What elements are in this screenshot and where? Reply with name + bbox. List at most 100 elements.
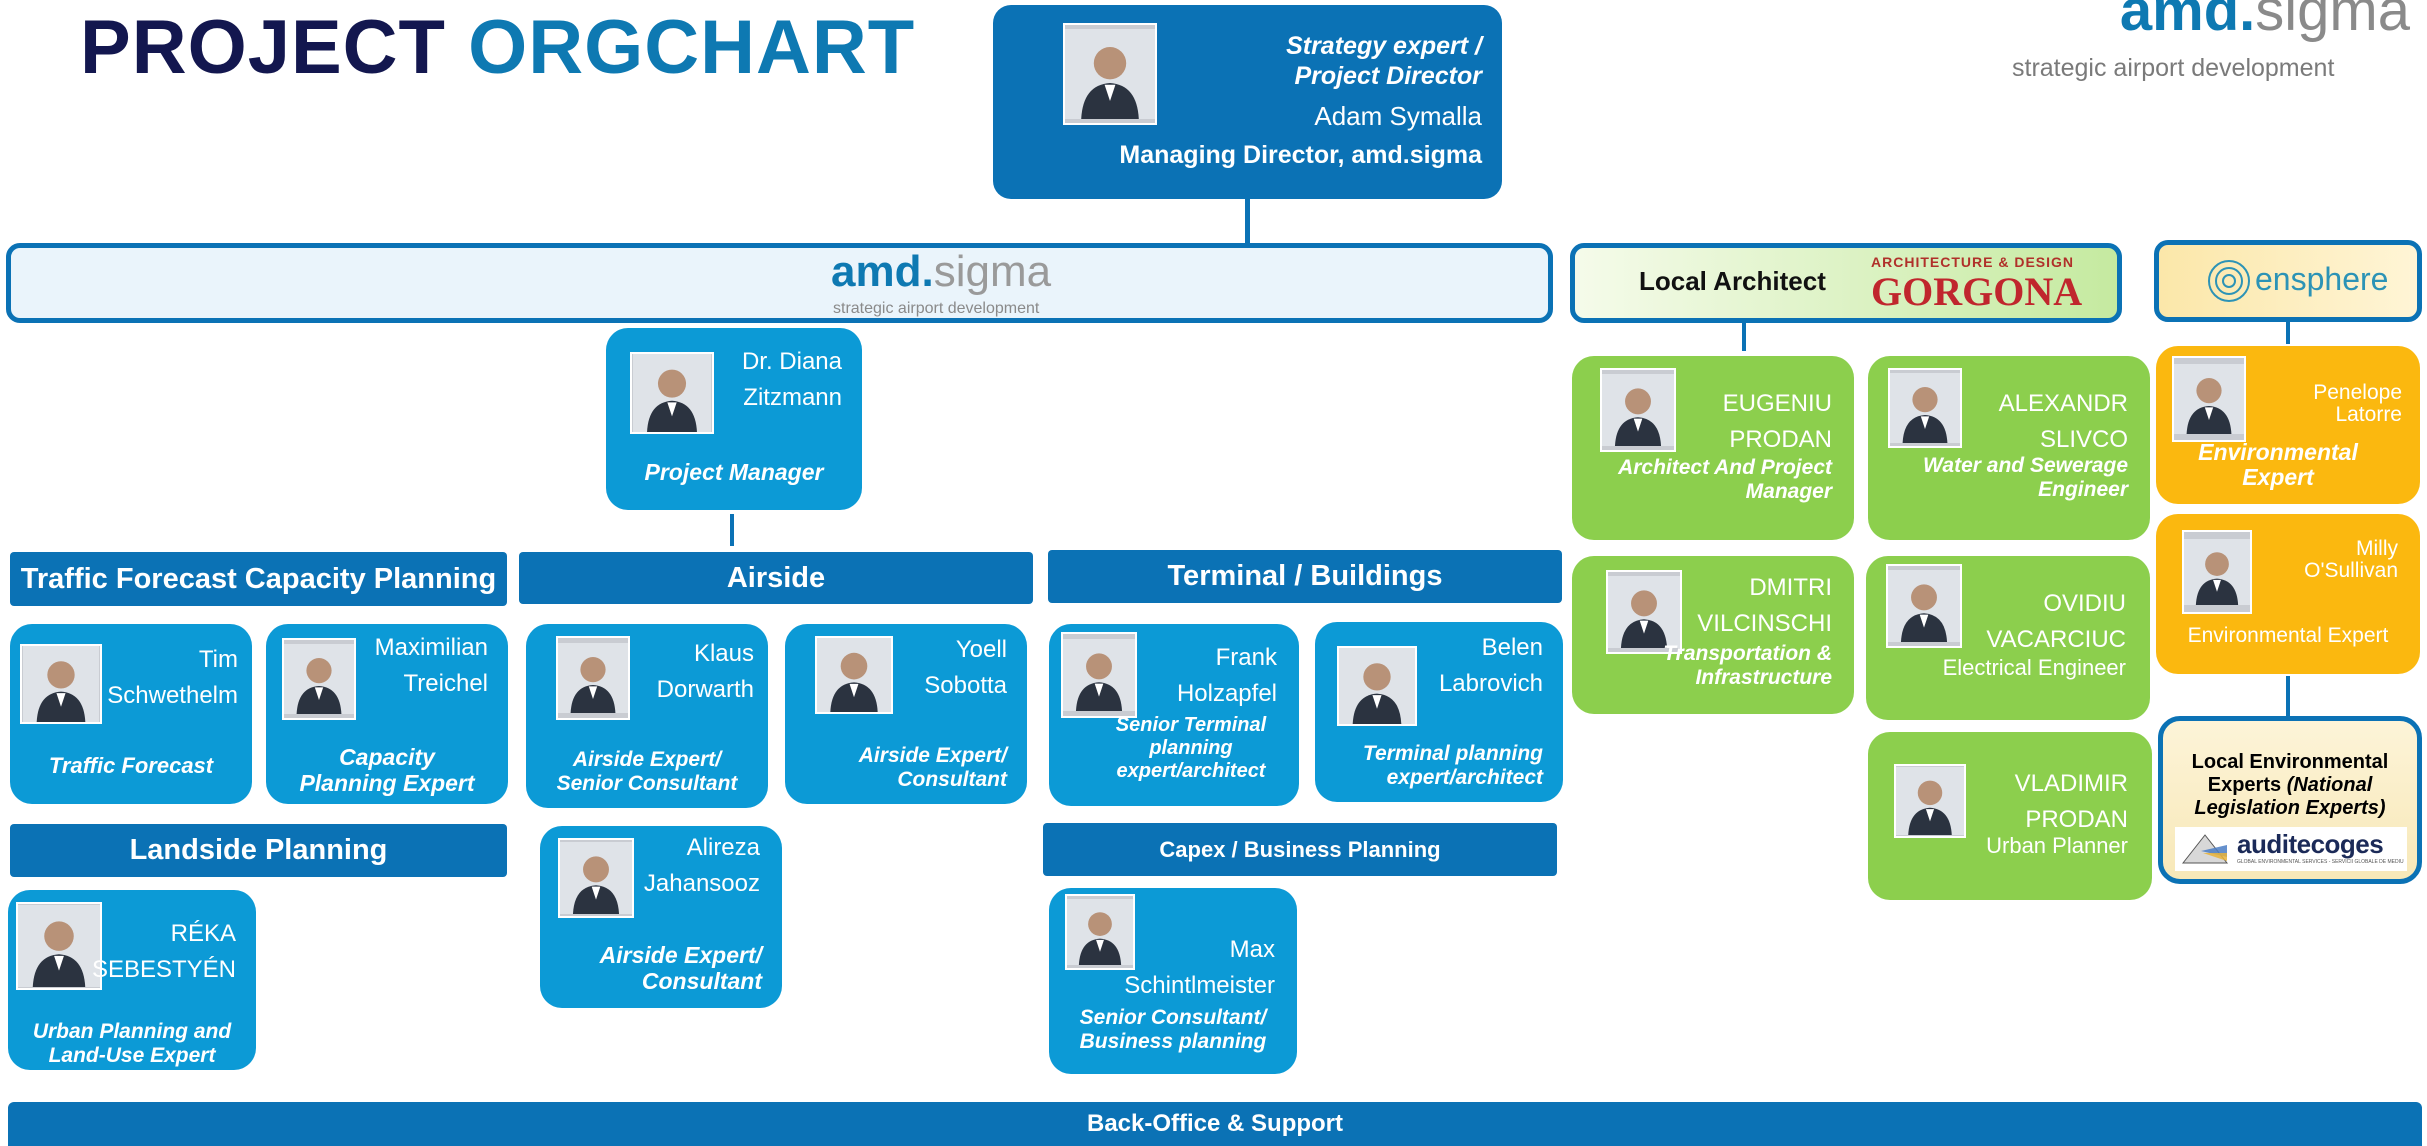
eugeniu-photo (1600, 368, 1676, 452)
alireza-photo (558, 838, 634, 918)
klaus-name-line2: Dorwarth (656, 676, 754, 703)
person-card-eugeniu: EUGENIU PRODAN Architect And Project Man… (1572, 356, 1854, 540)
person-card-yoell: Yoell Sobotta Airside Expert/ Consultant (785, 624, 1027, 804)
max-name-line2: Schintlmeister (1124, 972, 1275, 999)
tim-photo (20, 644, 102, 724)
yoell-name-line1: Yoell (955, 636, 1007, 663)
alexandr-photo (1888, 368, 1962, 448)
eugeniu-role-line1: Architect And Project (1618, 456, 1832, 479)
alireza-role-line2: Consultant (641, 968, 762, 994)
section-capex-business-planning: Capex / Business Planning (1043, 823, 1557, 876)
logo-tagline: strategic airport development (2012, 54, 2335, 82)
frank-name-line1: Frank (1215, 644, 1277, 671)
frank-role-line2: planning (1149, 737, 1233, 759)
milly-photo (2182, 530, 2252, 614)
maximilian-role-line2: Planning Expert (299, 770, 475, 796)
klaus-role-line2: Senior Consultant (556, 772, 738, 795)
director-name: Adam Symalla (1314, 101, 1482, 131)
local-env-line2: Experts (National (2207, 774, 2373, 796)
director-position: Managing Director, amd.sigma (1119, 141, 1482, 169)
ovidiu-name-line2: VACARCIUC (1986, 626, 2126, 653)
alexandr-role-line2: Engineer (2038, 478, 2128, 501)
frank-role-line3: expert/architect (1116, 760, 1266, 782)
amd-sigma-banner: amd.sigma strategic airport development (6, 243, 1553, 323)
auditecoges-prism-icon (2181, 834, 2229, 864)
person-card-dmitri: DMITRI VILCINSCHI Transportation & Infra… (1572, 556, 1854, 714)
title-part2: ORGCHART (468, 5, 916, 90)
page-title: PROJECT ORGCHART (80, 4, 915, 91)
maximilian-photo (282, 638, 356, 720)
ovidiu-photo (1886, 564, 1962, 648)
reka-name-line2: SEBESTYÉN (91, 956, 236, 983)
penelope-name-line2: Latorre (2335, 403, 2402, 426)
reka-name-line1: RÉKA (170, 920, 236, 947)
person-card-alexandr: ALEXANDR SLIVCO Water and Sewerage Engin… (1868, 356, 2150, 540)
frank-name-line2: Holzapfel (1176, 680, 1277, 707)
director-role-line2: Project Director (1294, 62, 1482, 90)
belen-role-line1: Terminal planning (1362, 742, 1543, 765)
tim-role: Traffic Forecast (48, 753, 214, 778)
vladimir-name-line1: VLADIMIR (2014, 770, 2128, 797)
reka-photo (16, 902, 102, 990)
section-back-office-support: Back-Office & Support (8, 1102, 2422, 1146)
dmitri-name-line2: VILCINSCHI (1697, 610, 1832, 637)
eugeniu-name-line1: EUGENIU (1722, 390, 1832, 417)
gorgona-brand-name: GORGONA (1871, 269, 2083, 314)
tim-name-line1: Tim (198, 646, 238, 673)
ensphere-logo-icon (2208, 260, 2250, 302)
vladimir-name-line2: PRODAN (2025, 806, 2128, 833)
person-card-penelope: Penelope Latorre Environmental Expert (2156, 346, 2420, 504)
milly-role: Environmental Expert (2187, 624, 2389, 647)
klaus-role-line1: Airside Expert/ (572, 748, 722, 771)
auditecoges-brand: auditecoges (2237, 829, 2384, 859)
max-name-line1: Max (1229, 936, 1275, 963)
ensphere-banner: ensphere (2154, 240, 2422, 322)
belen-role-line2: expert/architect (1386, 766, 1543, 789)
local-architect-label: Local Architect (1639, 266, 1826, 296)
project-director-card: Strategy expert / Project Director Adam … (993, 5, 1502, 199)
section-landside-planning: Landside Planning (10, 824, 507, 877)
local-architect-banner: Local Architect ARCHITECTURE & DESIGN GO… (1570, 243, 2122, 323)
penelope-name-line1: Penelope (2313, 381, 2402, 404)
local-env-line1: Local Environmental (2191, 751, 2389, 773)
alireza-role-line1: Airside Expert/ (599, 942, 762, 968)
maximilian-name-line1: Maximilian (374, 634, 488, 661)
person-card-max: Max Schintlmeister Senior Consultant/ Bu… (1049, 888, 1297, 1074)
penelope-photo (2172, 356, 2246, 442)
alireza-name-line1: Alireza (686, 834, 760, 861)
ovidiu-name-line1: OVIDIU (2043, 590, 2126, 617)
section-airside: Airside (519, 552, 1033, 604)
local-env-line3: Legislation Experts) (2194, 797, 2386, 819)
connector-local-env (2286, 676, 2290, 716)
maximilian-name-line2: Treichel (403, 670, 488, 697)
milly-name-line1: Milly (2356, 537, 2398, 560)
dmitri-role-line1: Transportation & (1663, 642, 1832, 665)
vladimir-photo (1894, 764, 1966, 838)
alireza-name-line2: Jahansooz (643, 870, 760, 897)
title-part1: PROJECT (80, 5, 446, 90)
penelope-role-line1: Environmental (2198, 439, 2358, 465)
person-card-maximilian: Maximilian Treichel Capacity Planning Ex… (266, 624, 508, 804)
yoell-role-line2: Consultant (897, 768, 1007, 791)
yoell-name-line2: Sobotta (924, 672, 1007, 699)
project-manager-name-line1: Dr. Diana (741, 348, 842, 375)
vladimir-role: Urban Planner (1986, 833, 2128, 858)
auditecoges-logo: auditecoges GLOBAL ENVIRONMENTAL SERVICE… (2175, 827, 2407, 871)
person-card-reka: RÉKA SEBESTYÉN Urban Planning and Land-U… (8, 890, 256, 1070)
amd-sigma-banner-logo: amd.sigma (831, 247, 1052, 296)
section-traffic-forecast: Traffic Forecast Capacity Planning (10, 552, 507, 606)
max-role-line1: Senior Consultant/ (1079, 1006, 1267, 1029)
local-environmental-experts-card: Local Environmental Experts (National Le… (2158, 716, 2422, 884)
project-manager-photo (630, 352, 714, 434)
frank-photo (1061, 632, 1137, 718)
project-manager-role: Project Manager (644, 459, 824, 485)
yoell-photo (815, 636, 893, 714)
dmitri-role-line2: Infrastructure (1695, 666, 1832, 689)
connector-director (1245, 199, 1250, 244)
eugeniu-name-line2: PRODAN (1729, 426, 1832, 453)
person-card-ovidiu: OVIDIU VACARCIUC Electrical Engineer (1866, 556, 2150, 720)
director-photo (1063, 23, 1157, 125)
tim-name-line2: Schwethelm (107, 682, 238, 709)
person-card-tim: Tim Schwethelm Traffic Forecast (10, 624, 252, 804)
belen-photo (1337, 646, 1417, 726)
